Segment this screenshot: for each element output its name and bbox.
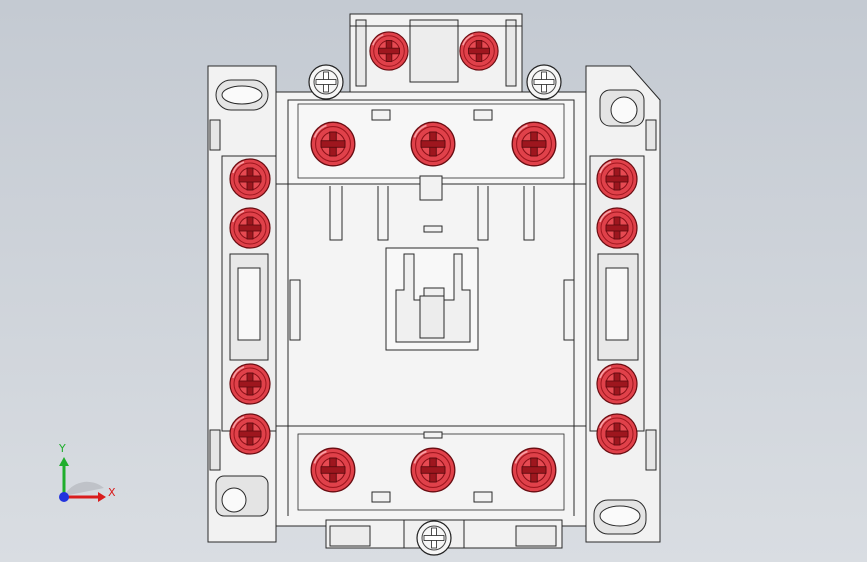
rotation-arc-icon <box>64 481 104 496</box>
bottom-coil-screw <box>416 520 452 556</box>
aux-terminal-screw <box>229 363 271 405</box>
aux-terminal-screw <box>596 207 638 249</box>
aux-terminal-screw <box>596 158 638 200</box>
main-terminal-screw <box>310 447 356 493</box>
aux-terminal-screw <box>229 413 271 455</box>
aux-terminal-screw <box>596 363 638 405</box>
coil-screw-left <box>308 64 344 100</box>
aux-terminal-screw <box>229 158 271 200</box>
main-terminal-screw <box>410 447 456 493</box>
main-terminal-screw <box>410 121 456 167</box>
coil-screw-right <box>526 64 562 100</box>
main-terminal-screw <box>511 447 557 493</box>
coordinate-triad: X Y <box>58 442 116 502</box>
aux-terminal-screw <box>596 413 638 455</box>
top-terminal-screw <box>369 31 409 71</box>
aux-terminal-screw <box>229 207 271 249</box>
x-axis-label: X <box>108 486 116 499</box>
main-terminal-screw <box>511 121 557 167</box>
y-axis-label: Y <box>58 442 66 455</box>
top-terminal-screw <box>459 31 499 71</box>
main-terminal-screw <box>310 121 356 167</box>
z-axis-dot-icon <box>59 492 69 502</box>
